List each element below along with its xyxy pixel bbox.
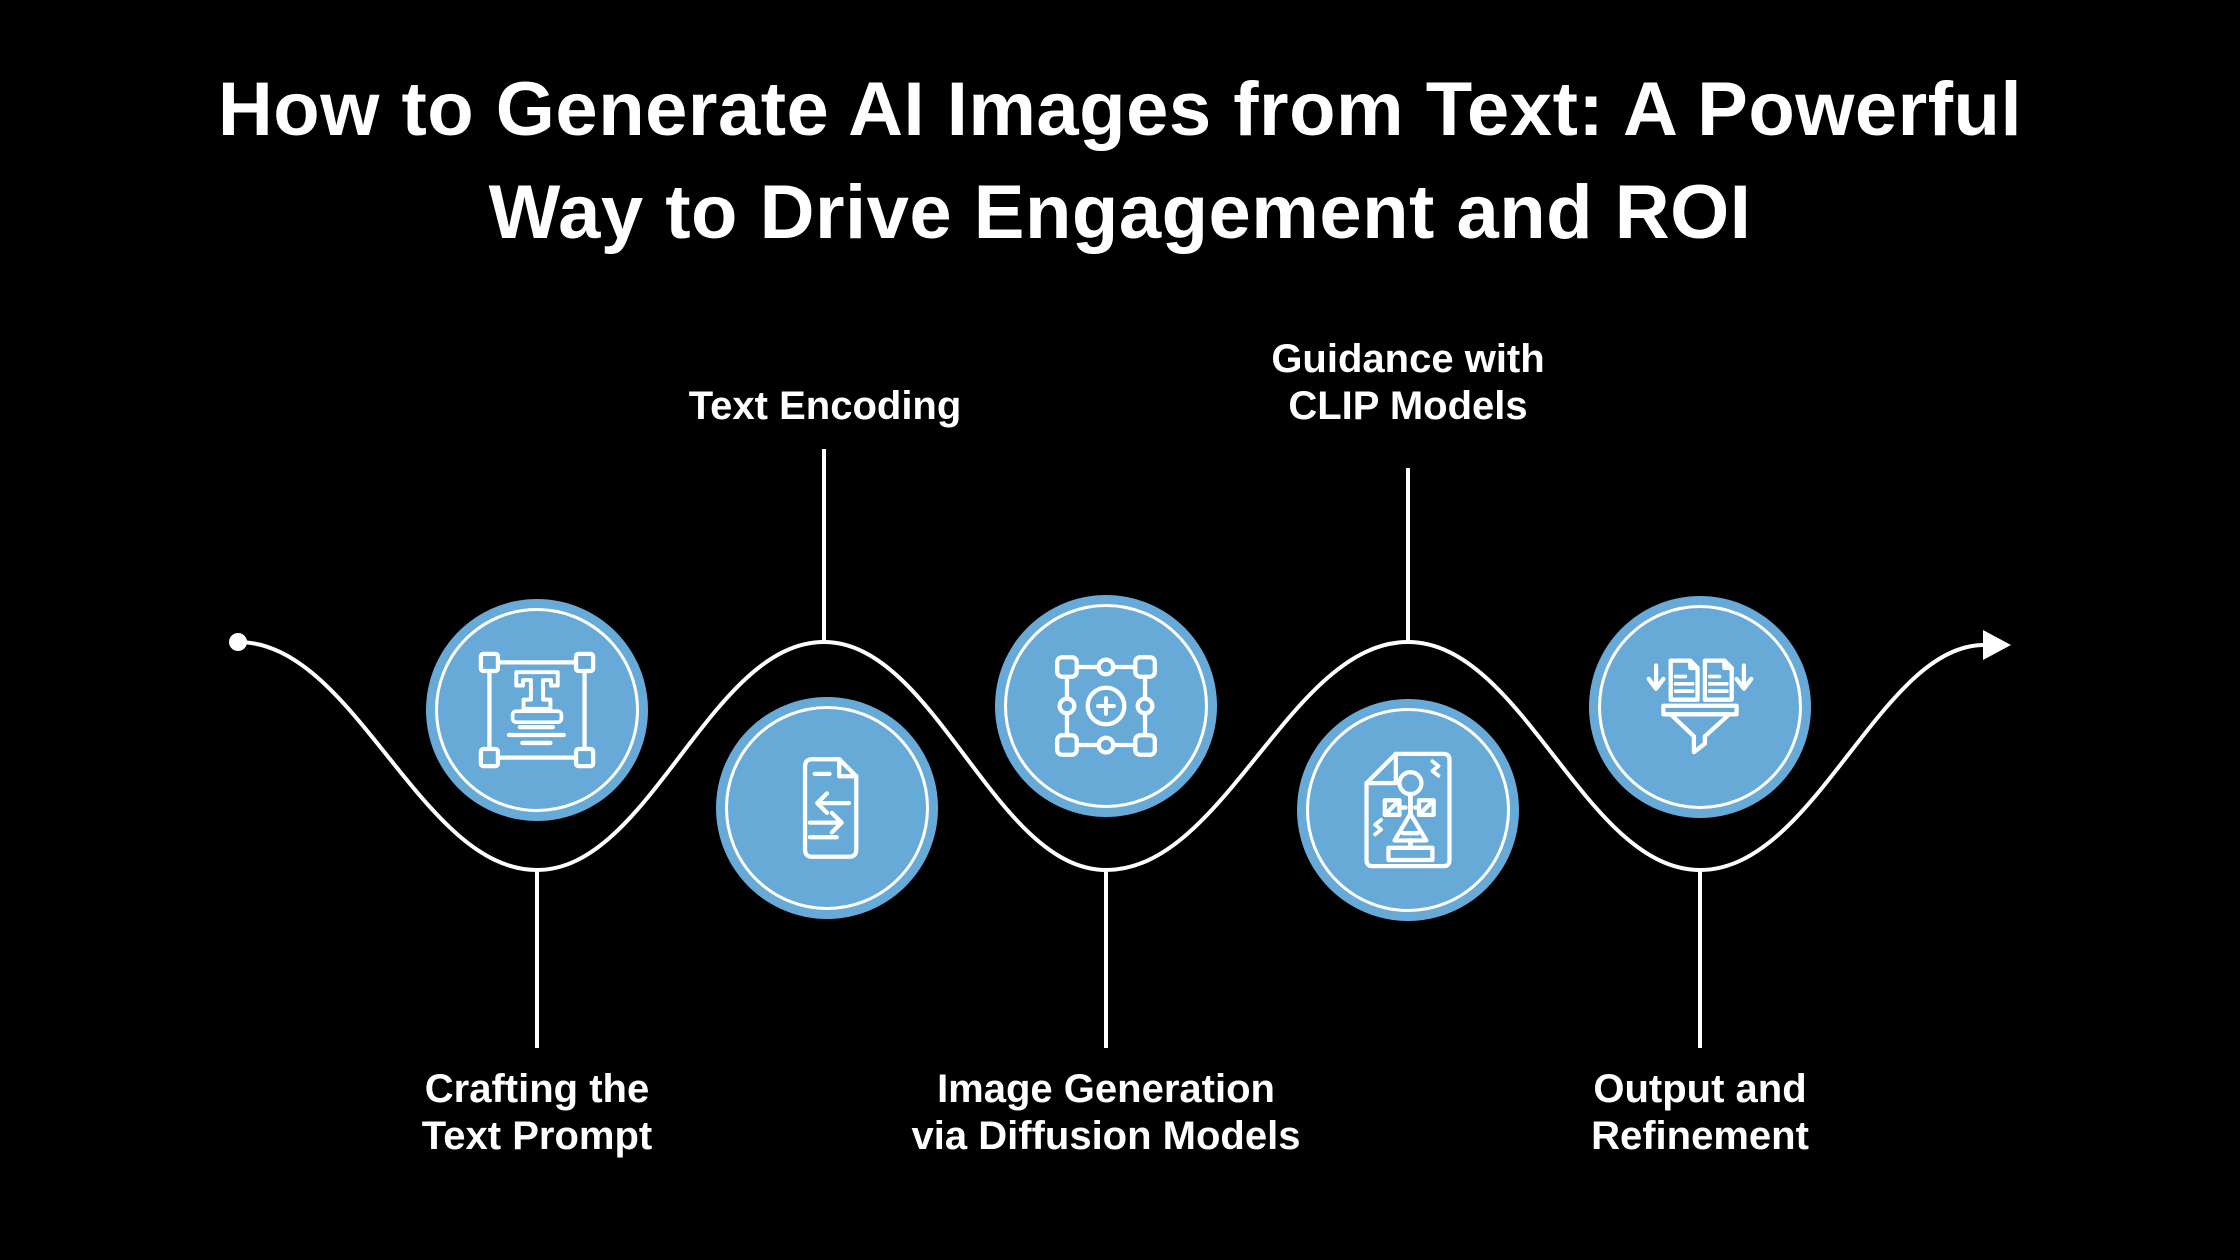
document-encoding-arrows-icon	[802, 757, 859, 859]
step-circle-crafting-text-prompt	[426, 599, 648, 821]
step-circle-clip-guidance	[1297, 699, 1519, 921]
funnel-documents-icon	[1646, 658, 1754, 755]
page-title-line-1: How to Generate AI Images from Text: A P…	[217, 67, 2023, 152]
step-circle-text-encoding	[716, 697, 938, 919]
step-label-clip-guidance: Guidance with CLIP Models	[1271, 337, 1545, 429]
page-title: How to Generate AI Images from Text: A P…	[0, 58, 2240, 265]
step-label-text-encoding: Text Encoding	[688, 384, 962, 428]
step-label-crafting-text-prompt: Crafting the Text Prompt	[421, 1067, 653, 1159]
flow-wave-line	[237, 639, 1985, 873]
step-circle-output-refinement	[1589, 596, 1811, 818]
arrow-right-icon	[1983, 630, 2011, 660]
text-prompt-frame-icon	[478, 651, 596, 769]
page-title-line-2: Way to Drive Engagement and ROI	[488, 170, 1752, 256]
step-label-output-refinement: Output and Refinement	[1591, 1067, 1809, 1159]
flowchart-document-icon	[1364, 751, 1452, 869]
step-label-image-generation: Image Generation via Diffusion Models	[911, 1067, 1301, 1159]
flow-start-dot	[229, 633, 247, 651]
step-circle-image-generation	[995, 595, 1217, 817]
selection-grid-plus-icon	[1055, 655, 1157, 757]
